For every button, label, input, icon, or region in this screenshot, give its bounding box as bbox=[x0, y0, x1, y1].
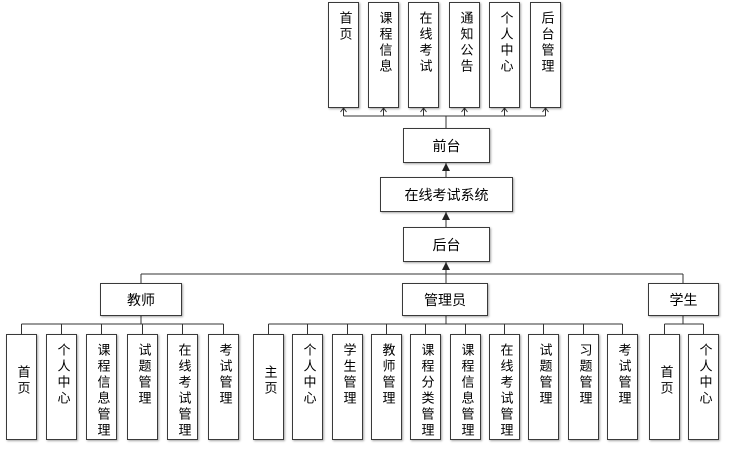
admin-item-3: 教师管理 bbox=[371, 334, 402, 440]
front-item-4: 个人中心 bbox=[489, 2, 520, 108]
teacher-item-1: 个人中心 bbox=[46, 334, 77, 440]
front-item-arrow bbox=[420, 107, 427, 113]
admin-item-6-label: 在线考试管理 bbox=[497, 343, 513, 439]
admin-item-2-label: 学生管理 bbox=[340, 343, 356, 407]
admin-item-4-label: 课程分类管理 bbox=[418, 343, 434, 439]
teacher-item-5-label: 考试管理 bbox=[216, 343, 232, 407]
student-item-1: 个人中心 bbox=[688, 334, 719, 440]
admin-item-7: 试题管理 bbox=[528, 334, 559, 440]
teacher-label: 教师 bbox=[127, 292, 155, 309]
student-item-0-label: 首页 bbox=[657, 365, 673, 397]
teacher-item-0: 首页 bbox=[6, 334, 37, 440]
front-item-1: 课程信息 bbox=[368, 2, 399, 108]
front-item-0-label: 首页 bbox=[336, 11, 352, 43]
admin-item-8-label: 习题管理 bbox=[576, 343, 592, 407]
front-item-3: 通知公告 bbox=[449, 2, 480, 108]
admin-item-6: 在线考试管理 bbox=[489, 334, 520, 440]
admin-item-2: 学生管理 bbox=[332, 334, 363, 440]
front-item-arrow bbox=[380, 107, 387, 113]
admin-item-7-label: 试题管理 bbox=[536, 343, 552, 407]
admin-item-9-label: 考试管理 bbox=[615, 343, 631, 407]
system-node: 在线考试系统 bbox=[380, 177, 513, 212]
front-item-5: 后台管理 bbox=[530, 2, 561, 108]
front-node: 前台 bbox=[403, 128, 490, 163]
teacher-item-2-label: 课程信息管理 bbox=[94, 343, 110, 439]
front-item-arrow bbox=[542, 107, 549, 113]
admin-item-4: 课程分类管理 bbox=[410, 334, 441, 440]
student-node: 学生 bbox=[648, 283, 719, 316]
teacher-node: 教师 bbox=[100, 283, 182, 316]
admin-item-0-label: 主页 bbox=[261, 365, 277, 397]
back-label: 后台 bbox=[432, 237, 461, 254]
admin-label: 管理员 bbox=[424, 292, 466, 309]
admin-item-1-label: 个人中心 bbox=[300, 343, 316, 407]
system-to-back-arrow bbox=[442, 212, 450, 220]
teacher-item-3: 试题管理 bbox=[127, 334, 158, 440]
system-to-front-arrow bbox=[442, 163, 450, 171]
student-item-1-label: 个人中心 bbox=[696, 343, 712, 407]
teacher-item-2: 课程信息管理 bbox=[86, 334, 117, 440]
front-item-3-label: 通知公告 bbox=[457, 11, 473, 75]
front-item-arrow bbox=[501, 107, 508, 113]
teacher-item-3-label: 试题管理 bbox=[135, 343, 151, 407]
admin-item-0: 主页 bbox=[253, 334, 284, 440]
teacher-item-5: 考试管理 bbox=[208, 334, 239, 440]
front-label: 前台 bbox=[432, 138, 461, 155]
front-item-arrow bbox=[461, 107, 468, 113]
teacher-item-1-label: 个人中心 bbox=[54, 343, 70, 407]
admin-item-8: 习题管理 bbox=[568, 334, 599, 440]
front-item-2-label: 在线考试 bbox=[416, 11, 432, 75]
front-item-2: 在线考试 bbox=[408, 2, 439, 108]
front-item-1-label: 课程信息 bbox=[376, 11, 392, 75]
system-label: 在线考试系统 bbox=[404, 187, 489, 204]
teacher-item-4-label: 在线考试管理 bbox=[175, 343, 191, 439]
back-node: 后台 bbox=[403, 227, 490, 262]
front-item-arrow bbox=[340, 107, 347, 113]
back-to-roles-arrow bbox=[442, 262, 450, 270]
front-item-5-label: 后台管理 bbox=[538, 11, 554, 75]
front-item-4-label: 个人中心 bbox=[497, 11, 513, 75]
student-item-0: 首页 bbox=[649, 334, 680, 440]
admin-node: 管理员 bbox=[402, 283, 488, 316]
admin-item-5-label: 课程信息管理 bbox=[458, 343, 474, 439]
student-label: 学生 bbox=[669, 292, 698, 309]
admin-item-9: 考试管理 bbox=[607, 334, 638, 440]
admin-item-5: 课程信息管理 bbox=[450, 334, 481, 440]
admin-item-3-label: 教师管理 bbox=[379, 343, 395, 407]
teacher-item-4: 在线考试管理 bbox=[167, 334, 198, 440]
front-item-0: 首页 bbox=[328, 2, 359, 108]
admin-item-1: 个人中心 bbox=[292, 334, 323, 440]
teacher-item-0-label: 首页 bbox=[14, 365, 30, 397]
